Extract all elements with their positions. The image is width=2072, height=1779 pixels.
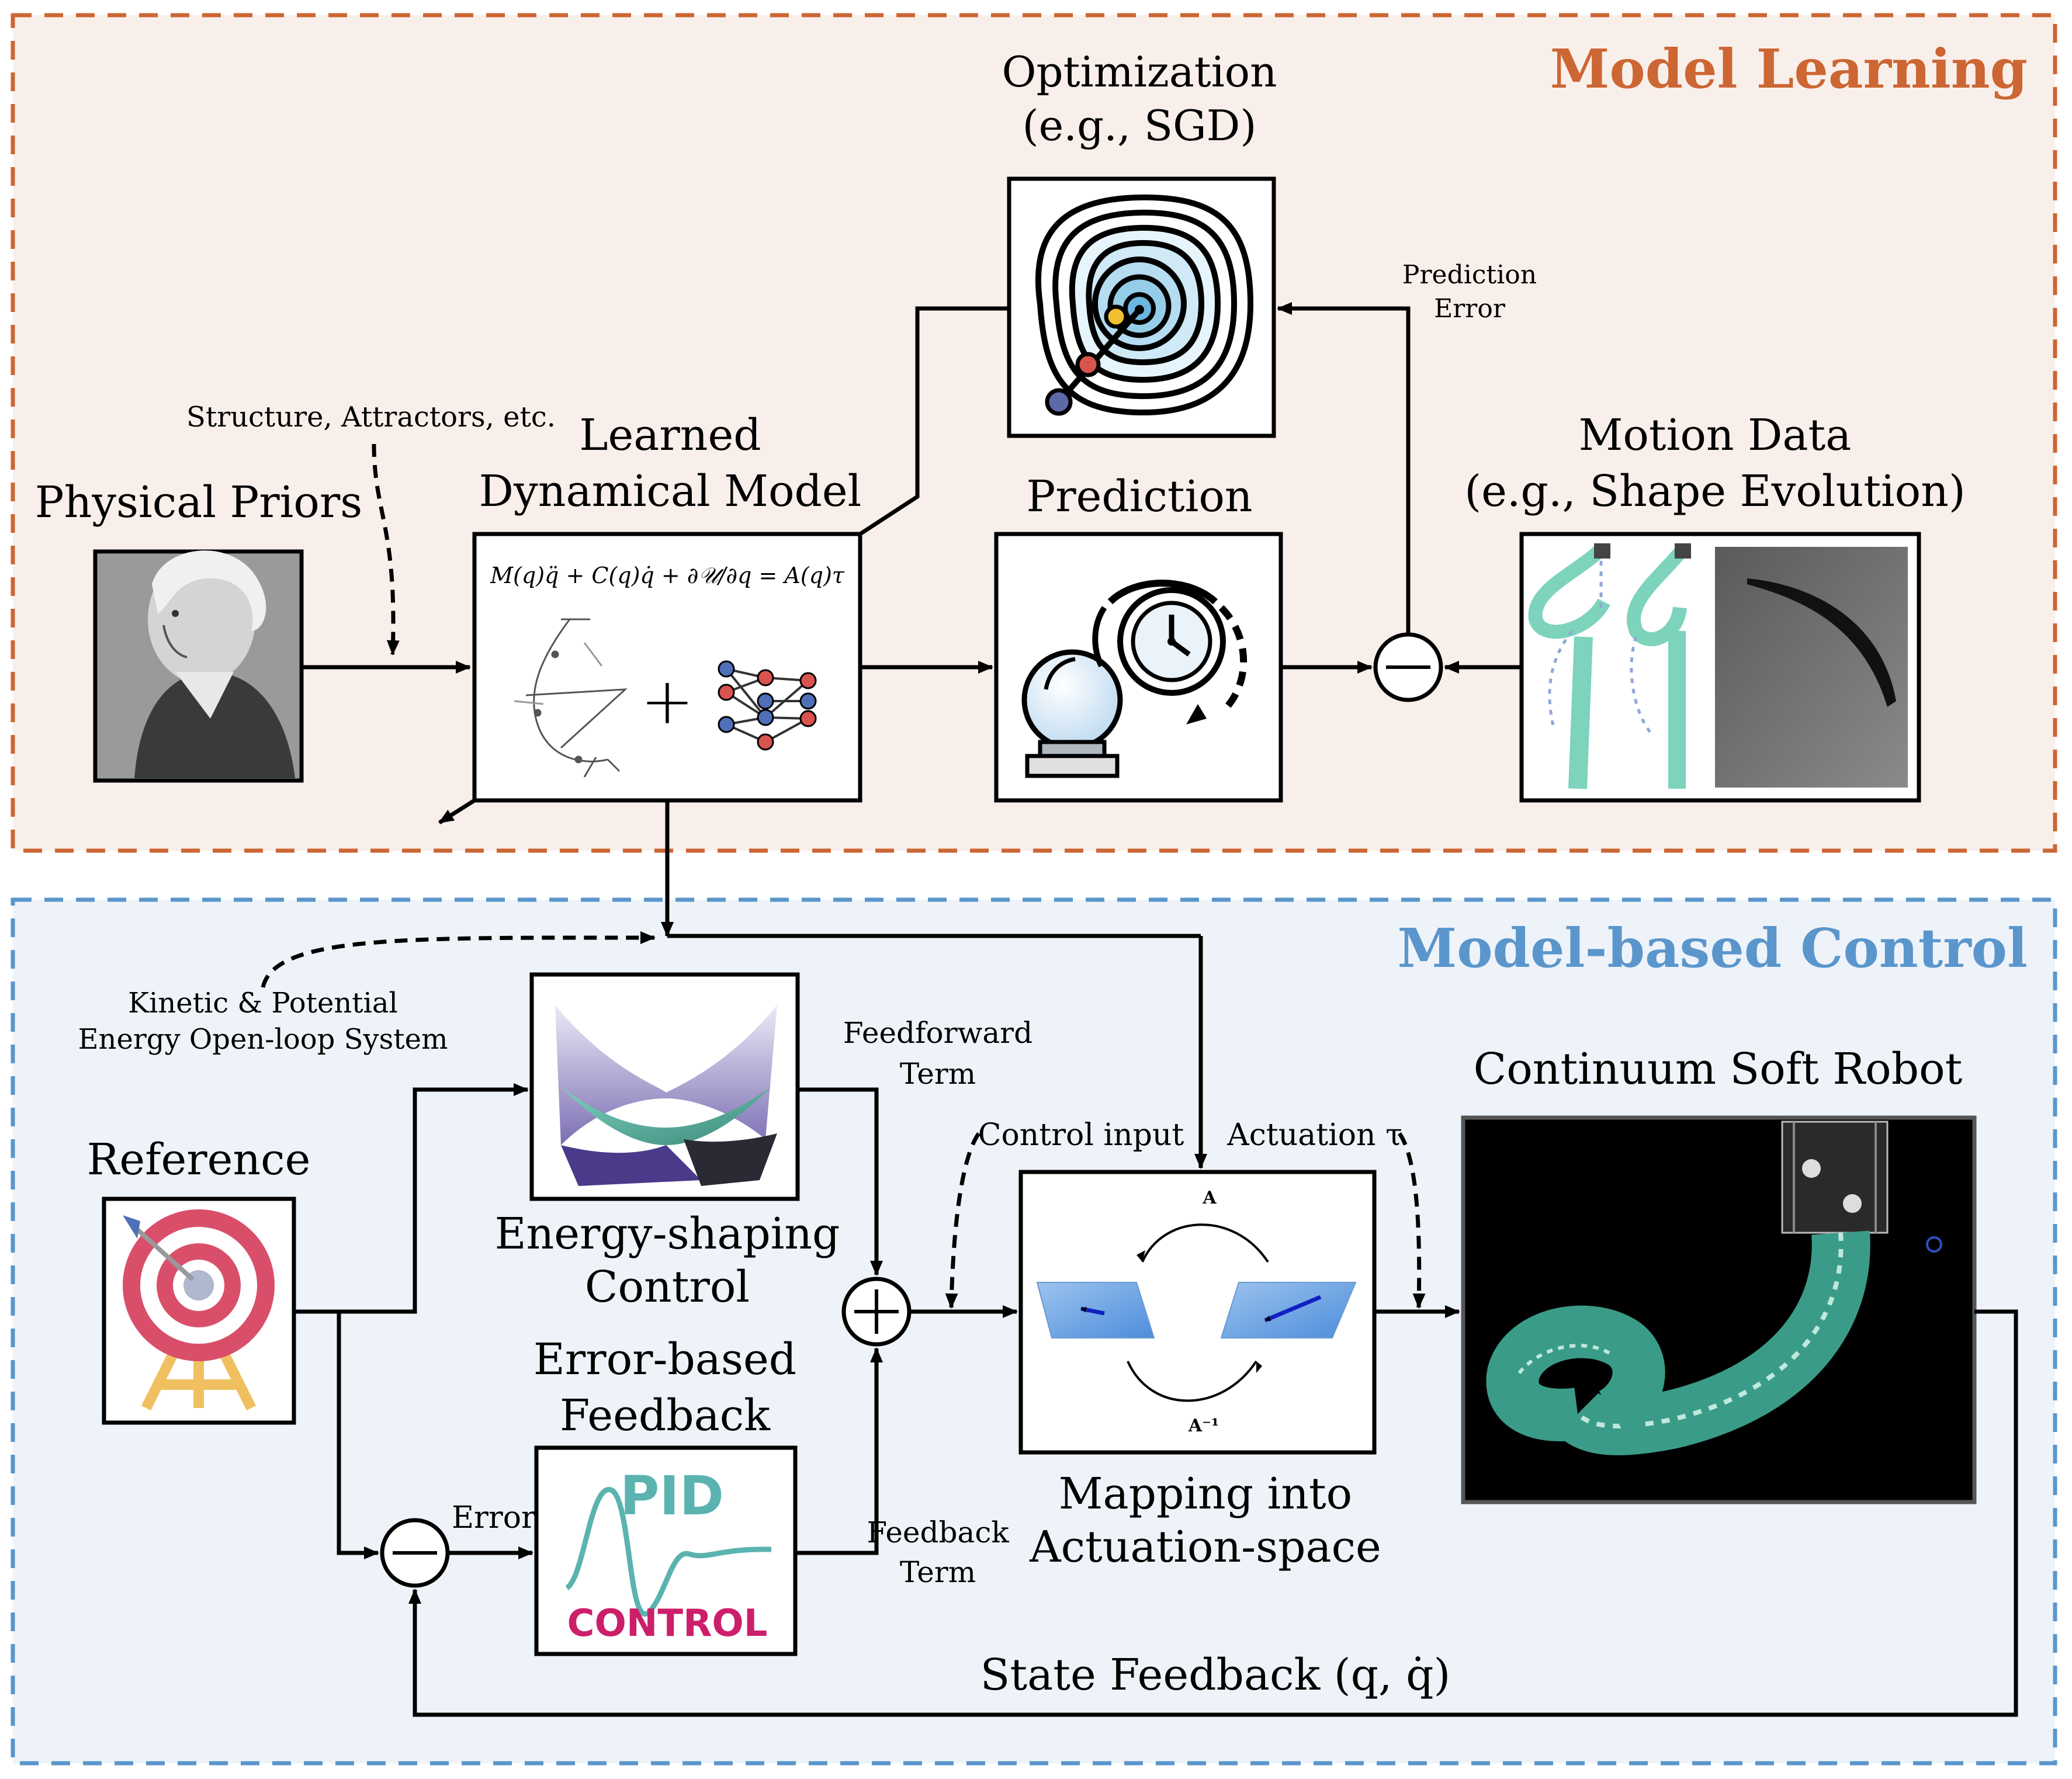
optimization-label: Optimization xyxy=(1002,47,1277,96)
crystal-ball-clock-icon xyxy=(1021,580,1248,778)
motion-data-label: Motion Data xyxy=(1579,410,1852,460)
learned-model-box: M(q)q̈ + C(q)q̇ + ∂𝒰/∂q = A(q)τ + xyxy=(472,532,862,803)
prediction-error-label-2: Error xyxy=(1434,294,1506,324)
error-based-label: Error-based xyxy=(533,1334,796,1385)
reference-box xyxy=(102,1197,296,1425)
actuation-label: Actuation τ xyxy=(1226,1118,1402,1153)
feedforward-label: Feedforward xyxy=(843,1016,1032,1050)
optimization-sublabel: (e.g., SGD) xyxy=(1023,101,1257,150)
target-archery-icon xyxy=(123,1209,275,1411)
motion-data-box xyxy=(1519,532,1921,803)
structure-attractors-label: Structure, Attractors, etc. xyxy=(186,401,556,434)
kinetic-potential-label: Kinetic & Potential xyxy=(128,987,398,1019)
control-text: CONTROL xyxy=(567,1602,767,1645)
motion-data-sublabel: (e.g., Shape Evolution) xyxy=(1464,466,1965,516)
reference-label: Reference xyxy=(87,1135,311,1185)
subtract-node-learning xyxy=(1373,632,1443,702)
learned-model-label-2: Dynamical Model xyxy=(479,466,862,516)
control-input-dashed-arrow xyxy=(945,1132,980,1309)
scientist-portrait xyxy=(93,549,304,783)
pid-box: PID CONTROL xyxy=(534,1445,798,1656)
actuation-mapping-icon: A A⁻¹ xyxy=(1036,1188,1357,1436)
soft-robot-photo xyxy=(1461,1115,1977,1504)
kinetic-potential-label-2: Energy Open-loop System xyxy=(78,1023,448,1056)
energy-shaping-box xyxy=(529,972,800,1201)
model-control-title: Model-based Control xyxy=(1397,917,2028,980)
energy-surface-plot xyxy=(555,1005,777,1186)
xray-image xyxy=(1715,547,1908,788)
energy-shaping-label: Energy-shaping xyxy=(495,1209,840,1259)
kinetic-dashed-arrow xyxy=(261,931,656,988)
actuation-dashed-arrow xyxy=(1398,1132,1426,1309)
feedback-term-label: Feedback xyxy=(867,1516,1009,1549)
mapping-box: A A⁻¹ xyxy=(1018,1170,1377,1455)
prediction-error-label: Prediction xyxy=(1402,260,1537,290)
map-ainv-label: A⁻¹ xyxy=(1188,1416,1219,1436)
priors-dashed-arrow xyxy=(372,443,400,656)
learned-model-label: Learned xyxy=(579,410,761,460)
prediction-label: Prediction xyxy=(1026,471,1252,522)
dynamics-equation: M(q)q̈ + C(q)q̇ + ∂𝒰/∂q = A(q)τ xyxy=(490,563,845,588)
robot-kinematics-sketch xyxy=(514,618,628,778)
pid-control-icon: PID CONTROL xyxy=(565,1465,772,1645)
robot-shape-sequence-icon xyxy=(1528,543,1691,789)
plus-sign: + xyxy=(640,664,694,738)
optimization-box xyxy=(1007,176,1276,438)
prediction-box xyxy=(994,532,1283,803)
control-input-label: Control input xyxy=(978,1118,1184,1153)
learning-connections xyxy=(302,302,1522,937)
error-label: Error xyxy=(452,1500,536,1535)
neural-network-icon xyxy=(718,660,817,751)
sum-node-control xyxy=(841,1277,912,1347)
contour-descent-icon xyxy=(1035,194,1254,416)
feedback-term-label-2: Term xyxy=(900,1555,976,1589)
mapping-label: Mapping into xyxy=(1059,1469,1352,1519)
pid-text: PID xyxy=(620,1465,724,1527)
mapping-label-2: Actuation-space xyxy=(1029,1522,1381,1572)
model-learning-title: Model Learning xyxy=(1550,37,2028,100)
error-based-label-2: Feedback xyxy=(560,1390,771,1441)
map-a-label: A xyxy=(1202,1188,1217,1208)
physical-priors-label: Physical Priors xyxy=(35,477,362,528)
control-connections xyxy=(294,934,2018,1717)
feedforward-label-2: Term xyxy=(900,1057,976,1091)
subtract-node-control xyxy=(380,1518,450,1588)
soft-robot-label: Continuum Soft Robot xyxy=(1474,1044,1963,1094)
state-feedback-label: State Feedback (q, q̇) xyxy=(980,1650,1451,1700)
energy-shaping-label-2: Control xyxy=(585,1262,750,1312)
